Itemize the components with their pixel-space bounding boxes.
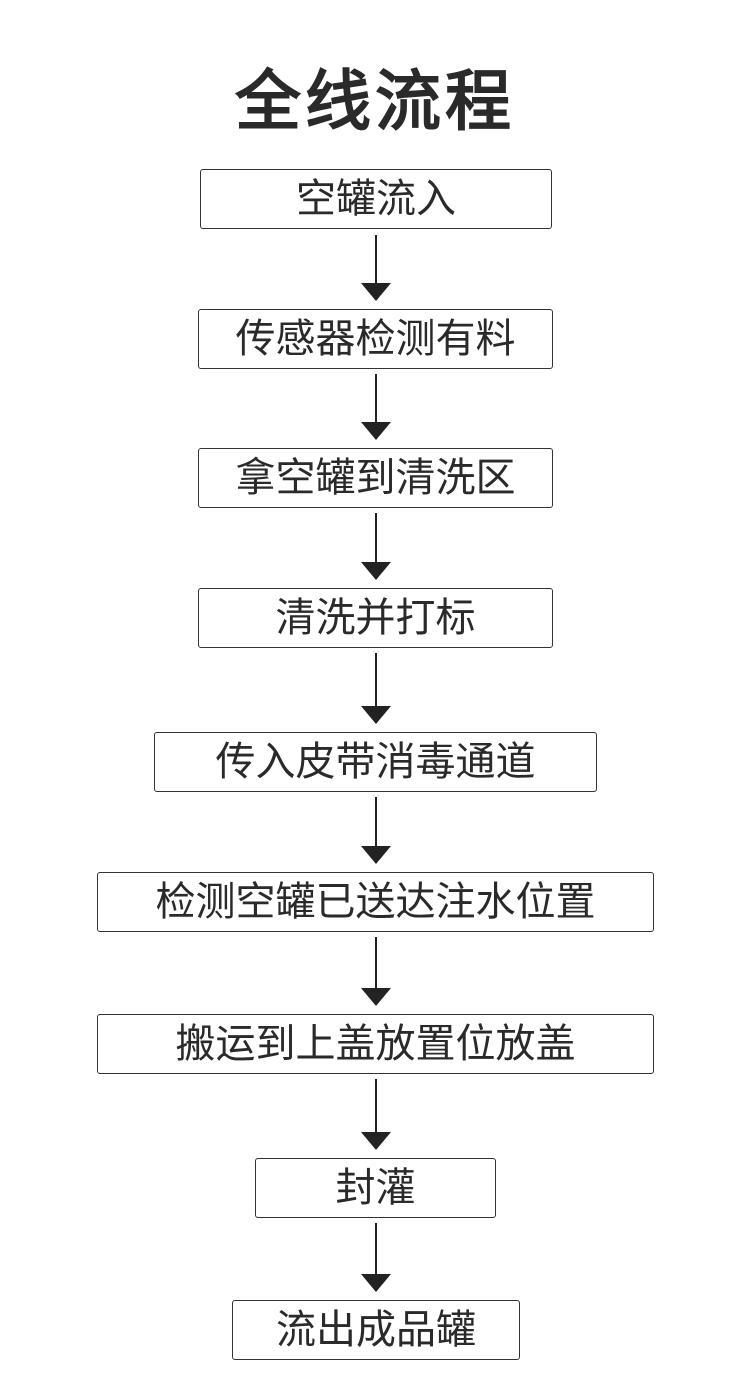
flowchart-title: 全线流程: [235, 63, 515, 140]
step-box-3: 拿空罐到清洗区: [198, 448, 553, 508]
step-box-2: 传感器检测有料: [198, 309, 553, 369]
flow-arrow-8: [361, 1223, 391, 1292]
step-box-9: 流出成品罐: [232, 1300, 520, 1360]
flow-arrow-1: [361, 235, 391, 301]
step-box-4: 清洗并打标: [198, 588, 553, 648]
flow-arrow-3: [361, 513, 391, 580]
flow-arrow-7: [361, 1079, 391, 1150]
flow-arrow-2: [361, 374, 391, 440]
step-box-1: 空罐流入: [200, 169, 552, 229]
flow-arrow-6: [361, 937, 391, 1006]
step-box-7: 搬运到上盖放置位放盖: [97, 1014, 654, 1074]
step-box-8: 封灌: [255, 1158, 496, 1218]
flow-arrow-4: [361, 653, 391, 724]
step-box-5: 传入皮带消毒通道: [154, 732, 597, 792]
step-box-6: 检测空罐已送达注水位置: [97, 872, 654, 932]
flow-arrow-5: [361, 797, 391, 864]
